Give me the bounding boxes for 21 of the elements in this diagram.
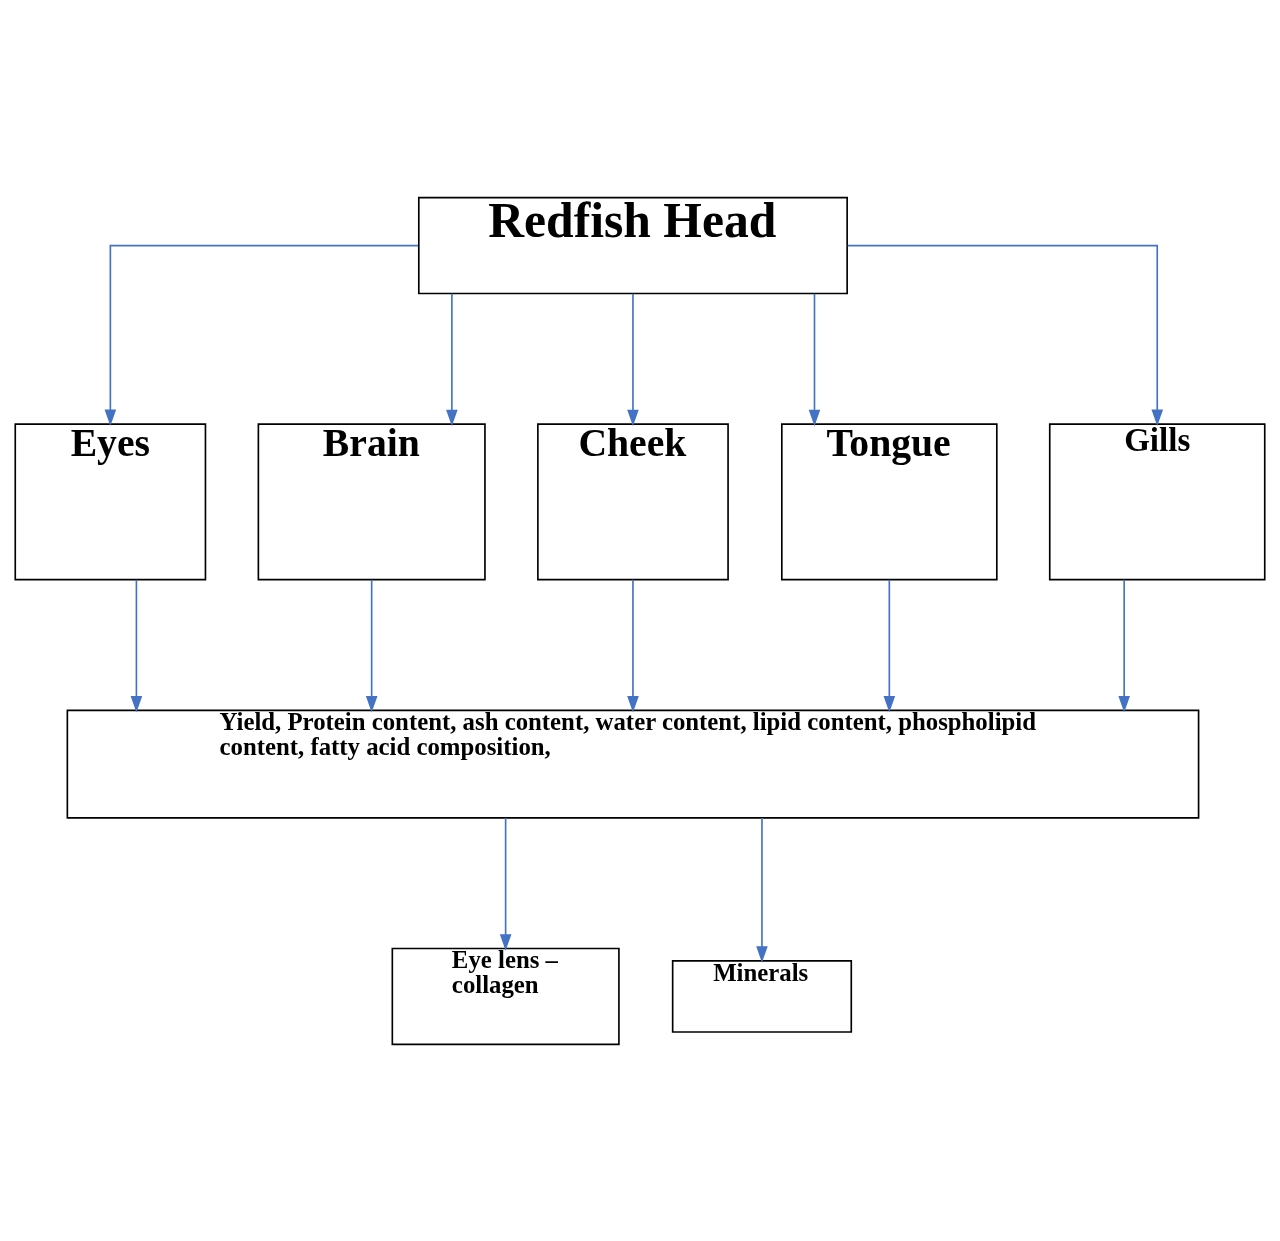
node-box: Minerals xyxy=(671,959,853,1033)
arrow xyxy=(627,578,639,713)
node-box: Gills xyxy=(1048,422,1266,580)
node-box: Eye lens – collagen xyxy=(391,947,620,1045)
arrow xyxy=(365,578,378,713)
node-box: Redfish Head xyxy=(417,196,848,294)
arrow xyxy=(883,578,896,713)
node-box: Brain xyxy=(257,422,486,580)
arrow xyxy=(756,816,768,963)
arrow xyxy=(808,292,821,426)
node-box: Tongue xyxy=(781,422,998,580)
node-box: Cheek xyxy=(537,422,729,580)
arrow xyxy=(130,578,143,713)
arrow xyxy=(104,244,419,426)
arrow xyxy=(499,816,512,951)
arrow xyxy=(627,292,639,426)
node-box: Eyes xyxy=(14,422,207,580)
arrow xyxy=(846,244,1164,426)
arrow xyxy=(1118,578,1130,713)
node-box: Yield, Protein content, ash content, water content, lipid content, phospholipid content, fatty acid composition, xyxy=(66,709,1200,819)
arrow xyxy=(446,292,458,426)
